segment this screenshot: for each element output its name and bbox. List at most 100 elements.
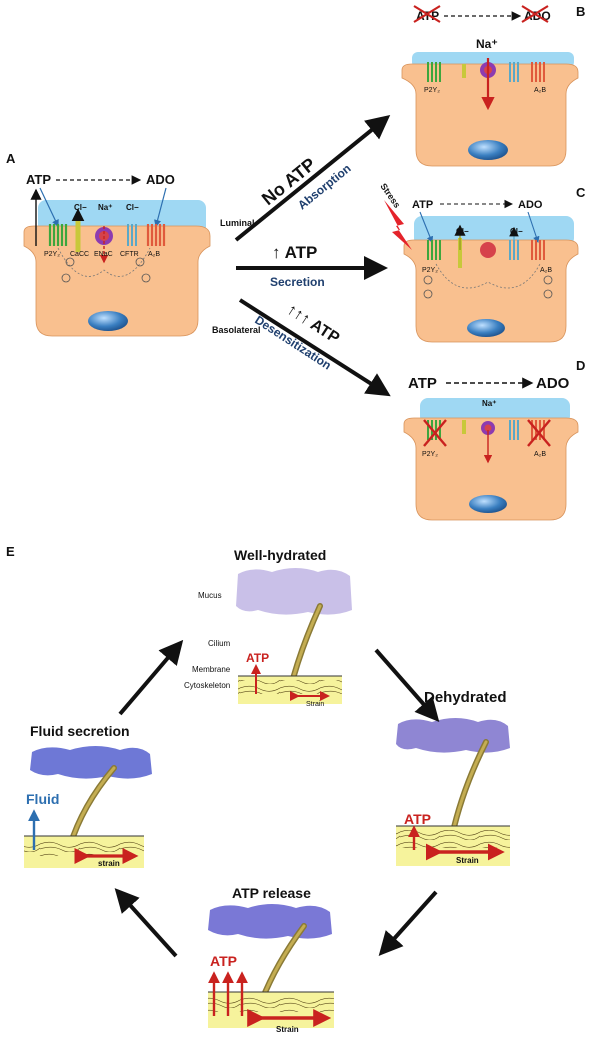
atp-label-c: ATP bbox=[412, 199, 433, 211]
fluid-label: Fluid bbox=[26, 791, 59, 807]
a2b-blocked-cross bbox=[527, 419, 551, 447]
fluid-secretion-title: Fluid secretion bbox=[30, 723, 130, 739]
ado-label-c: ADO bbox=[518, 199, 543, 211]
p2y2-label-d: P2Y₂ bbox=[422, 451, 438, 458]
atp-label-b: ATP bbox=[416, 9, 439, 23]
cacc-channel-b bbox=[462, 64, 466, 78]
mucus-layer-bottom bbox=[208, 904, 332, 939]
basolateral-label: Basolateral bbox=[212, 325, 261, 335]
ado-to-a2b-arrow-c bbox=[527, 211, 540, 244]
mucus-layer-left bbox=[30, 746, 152, 779]
a2b-receptor-c bbox=[531, 240, 545, 260]
atp-label-a: ATP bbox=[26, 172, 51, 187]
cl-label-cftr: Cl− bbox=[126, 203, 139, 212]
na-label-d: Na⁺ bbox=[482, 399, 496, 408]
atp-label-bottom: ATP bbox=[210, 953, 237, 969]
cftr-label: CFTR bbox=[120, 251, 139, 258]
atp-label-right: ATP bbox=[404, 811, 431, 827]
p2y2-receptor-a bbox=[48, 224, 68, 246]
ado-blocked-cross-b bbox=[521, 5, 549, 23]
enac-label: ENaC bbox=[94, 251, 113, 258]
a2b-receptor-a bbox=[146, 224, 166, 246]
cftr-channel-b bbox=[509, 62, 519, 82]
arrow-to-d bbox=[238, 298, 391, 397]
p2y2-blocked-cross bbox=[423, 419, 447, 447]
cycle-arrow-left-to-top bbox=[118, 639, 184, 716]
cycle-arrow-bottom-to-left bbox=[114, 888, 178, 958]
nucleus-b bbox=[468, 140, 508, 160]
cl-label-c1: Cl− bbox=[456, 227, 469, 236]
panel-e: E Well-hydrated ATP Strain Mucus Cilium … bbox=[6, 544, 510, 1034]
cycle-arrow-top-to-right bbox=[374, 648, 440, 723]
atp-release-title: ATP release bbox=[232, 885, 311, 901]
signaling-pathway-a bbox=[57, 247, 151, 277]
epithelial-cell-b bbox=[401, 63, 579, 167]
panel-label-e: E bbox=[6, 544, 15, 559]
lumen-fluid-d bbox=[420, 398, 570, 424]
p2y2-receptor-c bbox=[427, 240, 441, 260]
cilium-label: Cilium bbox=[208, 639, 231, 648]
mucus-layer-right bbox=[396, 718, 510, 753]
stress-lightning-icon bbox=[384, 200, 412, 250]
p2y2-label-c: P2Y₂ bbox=[422, 267, 438, 274]
strain-label-top: Strain bbox=[306, 701, 324, 708]
a2b-receptor-b bbox=[531, 62, 545, 82]
cilium-left bbox=[67, 765, 117, 849]
cilium-right bbox=[449, 739, 489, 839]
cytoskeleton-bottom bbox=[208, 996, 334, 1012]
panel-label-c: C bbox=[576, 185, 586, 200]
cftr-channel-d bbox=[509, 420, 519, 440]
na-label-b: Na⁺ bbox=[476, 37, 498, 51]
cytoskeleton-label: Cytoskeleton bbox=[184, 681, 230, 690]
arrow-to-b bbox=[234, 114, 391, 242]
epithelial-cell-a bbox=[23, 225, 211, 337]
panel-label-d: D bbox=[576, 358, 585, 373]
ado-label-d: ADO bbox=[536, 375, 570, 392]
cytoskeleton-left bbox=[24, 840, 144, 856]
panel-label-a: A bbox=[6, 151, 16, 166]
dehydrated-title: Dehydrated bbox=[424, 689, 507, 706]
panel-c: C ATP ADO Stress Cl− Cl− P2Y₂ A₂B bbox=[378, 181, 586, 343]
nucleus-d bbox=[469, 495, 507, 513]
epithelial-cell-d bbox=[403, 417, 579, 521]
pathway-arrows: No ATP Absorption ↑ ATP Secretion ↑↑↑ AT… bbox=[234, 114, 391, 397]
mucus-label: Mucus bbox=[198, 591, 222, 600]
strain-label-bottom: Strain bbox=[276, 1025, 299, 1034]
strain-label-right: Strain bbox=[456, 856, 479, 865]
nucleus-c bbox=[467, 319, 505, 337]
atp-to-p2y2-arrow-c bbox=[419, 211, 434, 244]
atp-blocked-cross-b bbox=[413, 5, 441, 23]
cacc-channel-d bbox=[462, 420, 466, 434]
up-atp-label: ↑ ATP bbox=[272, 243, 317, 262]
cl-label-c2: Cl− bbox=[510, 227, 523, 236]
atp-label-top: ATP bbox=[246, 651, 269, 665]
strain-label-left: strain bbox=[98, 859, 120, 868]
mucus-layer-top bbox=[236, 568, 352, 615]
epithelial-cell-c bbox=[403, 239, 579, 343]
cl-label-cacc: Cl− bbox=[74, 203, 87, 212]
cacc-label: CaCC bbox=[70, 251, 89, 258]
a2b-label-b: A₂B bbox=[534, 87, 546, 94]
signaling-pathway-c bbox=[435, 263, 541, 289]
panel-a: A ATP ADO Cl− Na⁺ Cl− P2Y₂ CaCC ENaC CFT… bbox=[6, 151, 261, 337]
panel-d: D ATP ADO Na⁺ P2Y₂ A₂B bbox=[403, 358, 585, 521]
ado-to-a2b-arrow bbox=[154, 187, 167, 228]
membrane-label: Membrane bbox=[192, 665, 231, 674]
cftr-channel bbox=[127, 224, 137, 246]
p2y2-receptor-b bbox=[427, 62, 441, 82]
ado-label-a: ADO bbox=[146, 172, 175, 187]
secretion-label: Secretion bbox=[270, 275, 325, 289]
panel-label-b: B bbox=[576, 4, 585, 19]
enac-channel-c bbox=[480, 242, 496, 258]
atp-to-p2y2-arrow bbox=[39, 187, 59, 228]
cycle-arrow-right-to-bottom bbox=[378, 890, 438, 956]
p2y2-label-a: P2Y₂ bbox=[44, 251, 60, 258]
panel-b: B ATP ADO Na⁺ P2Y₂ A₂B bbox=[401, 4, 585, 167]
stress-label: Stress bbox=[378, 181, 402, 209]
atp-label-d: ATP bbox=[408, 375, 437, 392]
a2b-label-a: A₂B bbox=[148, 251, 160, 258]
luminal-label: Luminal bbox=[220, 218, 255, 228]
a2b-label-d: A₂B bbox=[534, 451, 546, 458]
nucleus-a bbox=[88, 311, 128, 331]
